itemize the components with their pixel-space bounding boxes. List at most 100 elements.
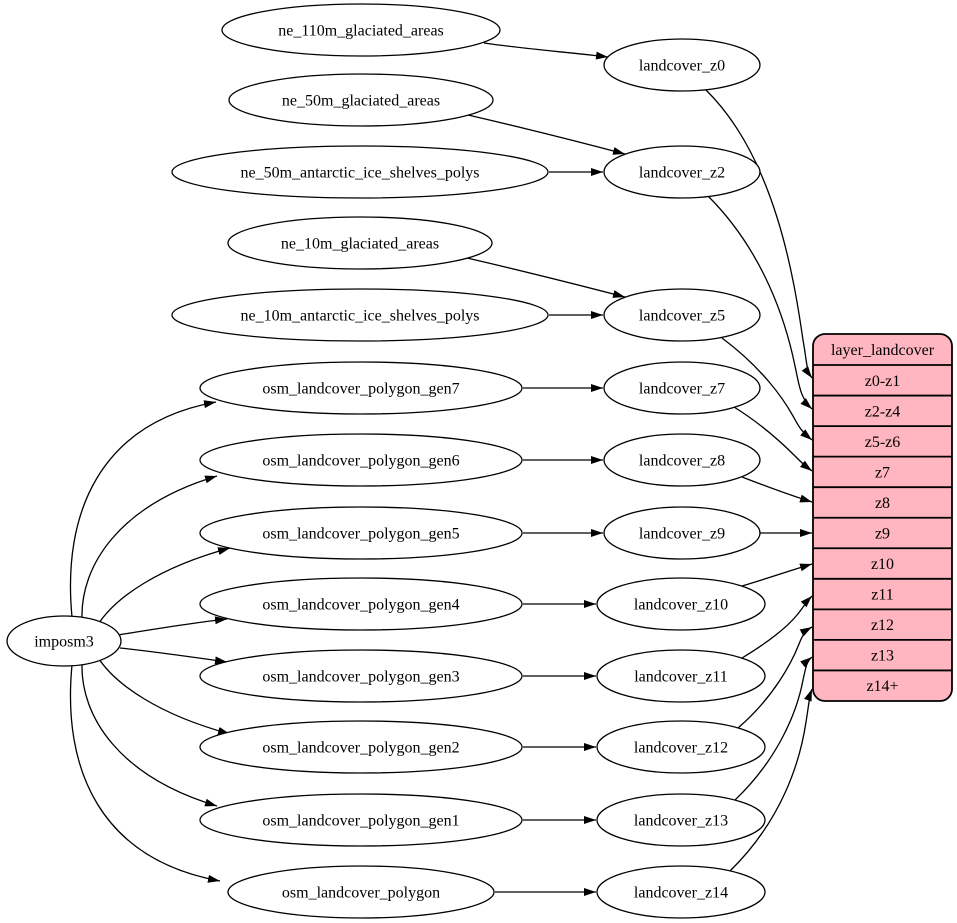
ne_10m_antarctic_ice_shelves_polys-label: ne_10m_antarctic_ice_shelves_polys (240, 308, 479, 325)
osm_landcover_polygon_gen4-ellipse (199, 577, 523, 631)
landcover_z11-label: landcover_z11 (634, 669, 728, 686)
node-imposm3: imposm3 (6, 615, 122, 667)
edge-imposm3-to-osm_landcover_polygon_gen3 (119, 647, 228, 665)
landcover_z14-label: landcover_z14 (634, 885, 728, 902)
osm_landcover_polygon_gen5-ellipse (199, 506, 523, 560)
osm_landcover_polygon_gen1-ellipse (199, 793, 523, 847)
landcover_z5-ellipse (603, 288, 761, 342)
node-landcover_z14: landcover_z14 (596, 865, 766, 919)
edge-landcover_z8-to-layer_landcover:z8 (741, 476, 813, 503)
osm_landcover_polygon_gen3-ellipse (199, 649, 523, 703)
node-osm_landcover_polygon_gen4: osm_landcover_polygon_gen4 (199, 577, 523, 631)
ne_50m_glaciated_areas-label: ne_50m_glaciated_areas (282, 93, 440, 110)
landcover_z12-ellipse (596, 720, 766, 774)
imposm3-label: imposm3 (34, 634, 94, 651)
ne_10m_antarctic_ice_shelves_polys-ellipse (171, 288, 549, 342)
edge-landcover_z5-to-layer_landcover:z5-z6 (721, 337, 813, 441)
record-row-z0-z1: z0-z1 (865, 373, 901, 390)
node-landcover_z0: landcover_z0 (603, 38, 761, 92)
record-row-z11: z11 (871, 587, 894, 604)
ne_10m_glaciated_areas-ellipse (227, 216, 493, 270)
ne_50m_glaciated_areas-ellipse (228, 73, 494, 127)
node-ne_50m_glaciated_areas: ne_50m_glaciated_areas (228, 73, 494, 127)
landcover_z8-label: landcover_z8 (639, 453, 725, 470)
ne_50m_antarctic_ice_shelves_polys-ellipse (171, 145, 549, 199)
edge-landcover_z13-to-layer_landcover:z13 (734, 656, 813, 801)
edges-layer (69, 42, 813, 896)
landcover_z0-ellipse (603, 38, 761, 92)
record-row-z13: z13 (871, 648, 894, 665)
node-landcover_z7: landcover_z7 (603, 361, 761, 415)
osm_landcover_polygon_gen6-label: osm_landcover_polygon_gen6 (262, 453, 459, 470)
edge-imposm3-to-osm_landcover_polygon (69, 664, 221, 883)
node-landcover_z10: landcover_z10 (596, 577, 766, 631)
record-node-layer: layer_landcoverz0-z1z2-z4z5-z6z7z8z9z10z… (812, 333, 953, 702)
edge-ne_110m_glaciated_areas-to-landcover_z0 (483, 42, 609, 60)
edge-imposm3-to-osm_landcover_polygon_gen4 (117, 616, 228, 636)
ne_110m_glaciated_areas-label: ne_110m_glaciated_areas (278, 23, 444, 40)
node-osm_landcover_polygon: osm_landcover_polygon (227, 865, 495, 919)
node-osm_landcover_polygon_gen3: osm_landcover_polygon_gen3 (199, 649, 523, 703)
osm_landcover_polygon_gen2-ellipse (199, 720, 523, 774)
osm_landcover_polygon_gen6-ellipse (199, 433, 523, 487)
edge-landcover_z12-to-layer_landcover:z12 (737, 626, 813, 729)
edge-landcover_z2-to-layer_landcover:z2-z4 (707, 195, 813, 410)
landcover_z14-ellipse (596, 865, 766, 919)
osm_landcover_polygon-ellipse (227, 865, 495, 919)
record-row-z2-z4: z2-z4 (865, 403, 901, 420)
node-ne_110m_glaciated_areas: ne_110m_glaciated_areas (221, 3, 501, 57)
osm_landcover_polygon_gen7-ellipse (199, 361, 523, 415)
record-row-z12: z12 (871, 617, 894, 634)
landcover_z10-label: landcover_z10 (634, 597, 728, 614)
node-landcover_z11: landcover_z11 (596, 649, 766, 703)
landcover_z8-ellipse (603, 433, 761, 487)
node-ne_50m_antarctic_ice_shelves_polys: ne_50m_antarctic_ice_shelves_polys (171, 145, 549, 199)
node-ne_10m_antarctic_ice_shelves_polys: ne_10m_antarctic_ice_shelves_polys (171, 288, 549, 342)
landcover_z10-ellipse (596, 577, 766, 631)
node-landcover_z12: landcover_z12 (596, 720, 766, 774)
edge-landcover_z11-to-layer_landcover:z11 (741, 595, 813, 659)
osm_landcover_polygon_gen5-label: osm_landcover_polygon_gen5 (262, 526, 459, 543)
landcover_z0-label: landcover_z0 (639, 58, 725, 75)
landcover_z13-ellipse (596, 793, 766, 847)
osm_landcover_polygon-label: osm_landcover_polygon (282, 885, 440, 902)
edge-imposm3-to-osm_landcover_polygon_gen2 (96, 655, 231, 735)
landcover_z2-label: landcover_z2 (639, 165, 725, 182)
ne_10m_glaciated_areas-label: ne_10m_glaciated_areas (281, 236, 439, 253)
osm_landcover_polygon_gen7-label: osm_landcover_polygon_gen7 (262, 381, 459, 398)
landcover_z11-ellipse (596, 649, 766, 703)
edge-landcover_z0-to-layer_landcover:z0-z1 (705, 89, 813, 379)
landcover_z12-label: landcover_z12 (634, 740, 728, 757)
landcover_z2-ellipse (603, 145, 761, 199)
edge-imposm3-to-osm_landcover_polygon_gen7 (69, 400, 217, 618)
node-landcover_z9: landcover_z9 (603, 506, 761, 560)
ne_110m_glaciated_areas-ellipse (221, 3, 501, 57)
ne_50m_antarctic_ice_shelves_polys-label: ne_50m_antarctic_ice_shelves_polys (240, 165, 479, 182)
landcover_z7-label: landcover_z7 (639, 381, 725, 398)
record-row-z7: z7 (875, 464, 890, 481)
nodes-layer: imposm3 ne_110m_glaciated_areas ne_50m_gla… (6, 3, 766, 919)
node-layer_landcover: layer_landcoverz0-z1z2-z4z5-z6z7z8z9z10z… (812, 333, 953, 702)
layer_landcover-title: layer_landcover (831, 342, 935, 359)
node-osm_landcover_polygon_gen5: osm_landcover_polygon_gen5 (199, 506, 523, 560)
record-row-z9: z9 (875, 526, 890, 543)
osm_landcover_polygon_gen2-label: osm_landcover_polygon_gen2 (262, 740, 459, 757)
osm_landcover_polygon_gen1-label: osm_landcover_polygon_gen1 (262, 813, 459, 830)
osm_landcover_polygon_gen4-label: osm_landcover_polygon_gen4 (262, 597, 459, 614)
edge-imposm3-to-osm_landcover_polygon_gen1 (81, 661, 218, 807)
node-osm_landcover_polygon_gen1: osm_landcover_polygon_gen1 (199, 793, 523, 847)
edge-ne_10m_glaciated_areas-to-landcover_z5 (466, 257, 626, 298)
record-row-z5-z6: z5-z6 (865, 434, 901, 451)
osm_landcover_polygon_gen3-label: osm_landcover_polygon_gen3 (262, 669, 459, 686)
record-row-z8: z8 (875, 495, 890, 512)
edge-landcover_z7-to-layer_landcover:z7 (733, 406, 813, 472)
landcover_z5-label: landcover_z5 (639, 308, 725, 325)
edge-imposm3-to-osm_landcover_polygon_gen5 (96, 547, 231, 627)
node-ne_10m_glaciated_areas: ne_10m_glaciated_areas (227, 216, 493, 270)
node-landcover_z5: landcover_z5 (603, 288, 761, 342)
imposm3-ellipse (6, 615, 122, 667)
edge-ne_50m_glaciated_areas-to-landcover_z2 (467, 114, 626, 155)
landcover_z13-label: landcover_z13 (634, 813, 728, 830)
landcover_z9-ellipse (603, 506, 761, 560)
